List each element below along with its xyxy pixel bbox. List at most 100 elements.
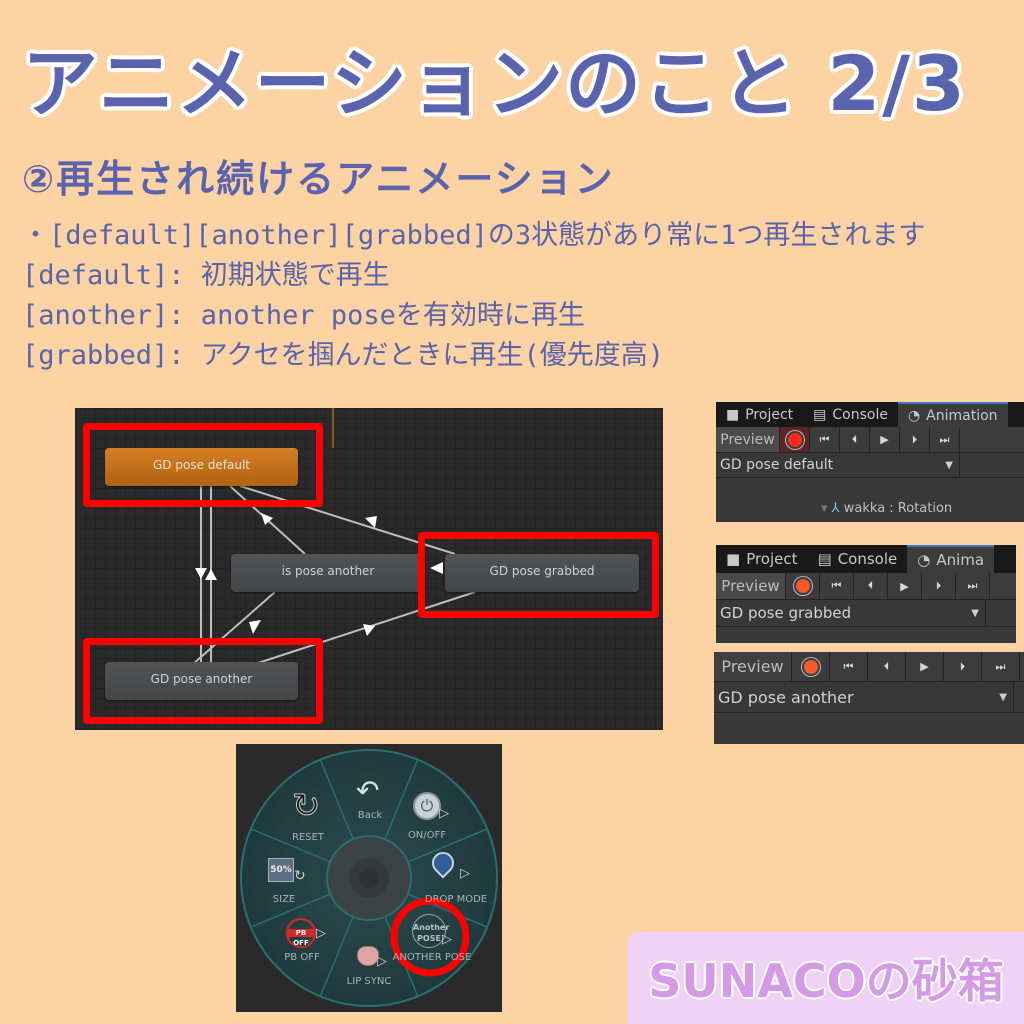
- preview-button[interactable]: Preview: [716, 427, 780, 452]
- expression-radial-menu: ↶ Back ⏻ ▷ ON/OFF ▷ DROP MODE Another PO…: [236, 744, 502, 1012]
- tab-console[interactable]: ▤Console: [817, 550, 898, 568]
- play-submenu-icon: ▷: [439, 806, 449, 821]
- skip-start-icon: ⏮: [831, 579, 842, 592]
- step-forward-icon: ⏵: [935, 579, 942, 592]
- description-line: [another]: another poseを有効時に再生: [22, 300, 585, 331]
- lips-icon: [357, 946, 379, 966]
- last-keyframe-button[interactable]: ⏭: [930, 427, 960, 452]
- preview-button[interactable]: Preview: [716, 573, 786, 599]
- tab-console[interactable]: ▤Console: [813, 406, 888, 423]
- skip-start-icon: ⏮: [819, 432, 830, 446]
- power-icon: ⏻: [413, 792, 441, 820]
- play-submenu-icon: ▷: [460, 866, 470, 881]
- play-button[interactable]: ▶: [888, 573, 922, 599]
- animation-toolbar: Preview ⏮ ⏴ ▶ ⏵ ⏭: [714, 652, 1024, 682]
- tab-project[interactable]: ■Project: [726, 406, 794, 423]
- description-line: ・[default][another][grabbed]の3状態があり常に1つ再…: [22, 220, 926, 251]
- description-line: [grabbed]: アクセを掴んだときに再生(優先度高): [22, 340, 664, 371]
- next-keyframe-button[interactable]: ⏵: [922, 573, 956, 599]
- animation-toolbar: Preview ⏮ ⏴ ▶ ⏵ ⏭: [716, 427, 1024, 453]
- animation-panel-another: Preview ⏮ ⏴ ▶ ⏵ ⏭ GD pose another ▼: [714, 652, 1024, 744]
- chevron-down-icon: ▼: [999, 691, 1007, 703]
- play-button[interactable]: ▶: [870, 427, 900, 452]
- description-line: [default]: 初期状態で再生: [22, 260, 390, 291]
- radial-item-size[interactable]: 50% ↻ SIZE: [260, 852, 324, 908]
- folder-icon: ■: [726, 550, 741, 568]
- record-icon: [803, 659, 818, 674]
- clip-row: GD pose another ▼: [714, 682, 1024, 713]
- window-tabs: ■Project ▤Console ◔Anima: [716, 545, 1016, 573]
- animation-panel-grabbed: ■Project ▤Console ◔Anima Preview ⏮ ⏴ ▶ ⏵…: [716, 545, 1016, 643]
- record-button[interactable]: [780, 427, 810, 452]
- console-icon: ▤: [817, 550, 832, 568]
- play-button[interactable]: ▶: [906, 652, 944, 681]
- window-tabs: ■Project ▤Console ◔Animation: [716, 402, 1024, 427]
- folder-icon: ■: [726, 406, 740, 423]
- back-arrow-icon: ↶: [356, 774, 380, 807]
- first-keyframe-button[interactable]: ⏮: [820, 573, 854, 599]
- animation-panel-default: ■Project ▤Console ◔Animation Preview ⏮ ⏴…: [716, 402, 1024, 522]
- chevron-down-icon: ▼: [945, 459, 953, 471]
- console-icon: ▤: [813, 406, 827, 423]
- prev-keyframe-button[interactable]: ⏴: [868, 652, 906, 681]
- play-submenu-icon: ▷: [442, 932, 452, 947]
- radial-item-another-pose[interactable]: Another POSE ▷ ANOTHER POSE: [393, 914, 472, 970]
- tab-animation[interactable]: ◔Animation: [897, 402, 1008, 427]
- clip-dropdown[interactable]: GD pose grabbed ▼: [716, 600, 986, 626]
- preview-button[interactable]: Preview: [714, 652, 792, 681]
- state-node-default[interactable]: GD pose default: [105, 448, 298, 486]
- transform-icon: ⅄: [831, 501, 840, 516]
- first-keyframe-button[interactable]: ⏮: [810, 427, 840, 452]
- prev-keyframe-button[interactable]: ⏴: [840, 427, 870, 452]
- skip-end-icon: ⏭: [939, 432, 950, 446]
- next-keyframe-button[interactable]: ⏵: [944, 652, 982, 681]
- skip-end-icon: ⏭: [967, 579, 978, 592]
- transition-arrows: [192, 408, 476, 665]
- step-forward-icon: ⏵: [959, 659, 966, 673]
- play-submenu-icon: ▷: [316, 926, 326, 941]
- tab-project[interactable]: ■Project: [726, 550, 798, 568]
- step-back-icon: ⏴: [851, 432, 858, 446]
- play-icon: ▶: [880, 433, 889, 446]
- radial-item-reset[interactable]: ↻ RESET: [291, 786, 325, 844]
- section-subtitle: ②再生され続けるアニメーション: [22, 157, 615, 201]
- play-submenu-icon: ▷: [377, 954, 387, 969]
- play-icon: ▶: [900, 579, 909, 593]
- animation-toolbar: Preview ⏮ ⏴ ▶ ⏵ ⏭: [716, 573, 1016, 600]
- size-icon: 50%: [268, 858, 294, 882]
- radial-item-drop-mode[interactable]: ▷ DROP MODE: [425, 847, 496, 908]
- clip-dropdown[interactable]: GD pose default ▼: [716, 453, 960, 477]
- next-keyframe-button[interactable]: ⏵: [900, 427, 930, 452]
- reset-icon: ↻: [292, 786, 321, 827]
- clip-dropdown[interactable]: GD pose another ▼: [714, 682, 1014, 712]
- radial-item-lip-sync[interactable]: ▷ LIP SYNC: [341, 936, 401, 992]
- tab-animation[interactable]: ◔Anima: [907, 545, 995, 573]
- radial-item-pb-off[interactable]: PB OFF ▷ PB OFF: [280, 912, 344, 968]
- state-node-another[interactable]: GD pose another: [105, 662, 298, 700]
- play-icon: ▶: [920, 660, 929, 673]
- step-back-icon: ⏴: [867, 579, 874, 592]
- state-node-grabbed[interactable]: GD pose grabbed: [445, 554, 639, 592]
- chevron-down-icon: ▼: [971, 607, 979, 619]
- radial-item-back[interactable]: ↶ Back: [356, 774, 383, 821]
- brand-label: SUNACOの砂箱: [648, 954, 1004, 1008]
- skip-start-icon: ⏮: [843, 659, 854, 673]
- brand-badge: SUNACOの砂箱: [628, 932, 1024, 1024]
- record-icon: [795, 579, 810, 593]
- record-icon: [787, 432, 802, 447]
- last-keyframe-button[interactable]: ⏭: [982, 652, 1020, 681]
- radial-item-on-off[interactable]: ⏻ ▷ ON/OFF: [401, 790, 461, 850]
- last-keyframe-button[interactable]: ⏭: [956, 573, 990, 599]
- animator-state-graph[interactable]: GD pose default is pose another GD pose …: [75, 408, 663, 730]
- page-title: アニメーションのこと 2/3: [22, 39, 967, 128]
- record-button[interactable]: [786, 573, 820, 599]
- rotate-icon: ↻: [294, 868, 306, 884]
- clip-row: GD pose default ▼: [716, 453, 1024, 478]
- prev-keyframe-button[interactable]: ⏴: [854, 573, 888, 599]
- step-forward-icon: ⏵: [911, 432, 918, 446]
- state-node-is-pose-another[interactable]: is pose another: [231, 554, 425, 592]
- record-button[interactable]: [792, 652, 830, 681]
- description: ・[default][another][grabbed]の3状態があり常に1つ再…: [22, 216, 925, 376]
- first-keyframe-button[interactable]: ⏮: [830, 652, 868, 681]
- track-row[interactable]: ▾ ⅄ wakka : Rotation: [821, 501, 953, 516]
